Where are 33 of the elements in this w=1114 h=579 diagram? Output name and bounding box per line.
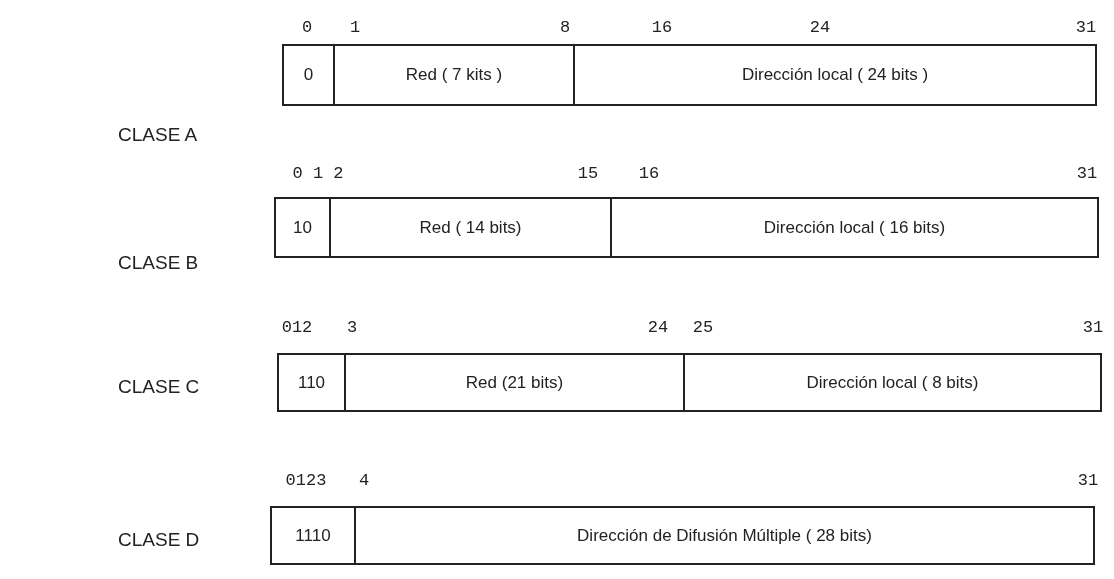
bit-position: 3 bbox=[346, 317, 358, 337]
class-label: CLASE D bbox=[118, 529, 200, 551]
bit-position: 31 bbox=[1077, 470, 1099, 490]
bit-field: 0 bbox=[282, 44, 335, 106]
bit-position: 0 bbox=[301, 17, 313, 37]
bit-position: 24 bbox=[647, 317, 669, 337]
class-label: CLASE A bbox=[118, 124, 198, 146]
class-label: CLASE B bbox=[118, 252, 199, 274]
bit-field: Red ( 7 kits ) bbox=[333, 44, 575, 106]
bit-position: 25 bbox=[692, 317, 714, 337]
bit-field: Red ( 14 bits) bbox=[329, 197, 612, 258]
bit-field: Dirección de Difusión Múltiple ( 28 bits) bbox=[354, 506, 1095, 565]
bit-position: 012 bbox=[281, 317, 313, 337]
bit-field: 110 bbox=[277, 353, 346, 412]
class-label: CLASE C bbox=[118, 376, 200, 398]
bit-position: 31 bbox=[1082, 317, 1104, 337]
bit-field: 1110 bbox=[270, 506, 356, 565]
bit-position: 16 bbox=[638, 163, 660, 183]
bit-field: Dirección local ( 24 bits ) bbox=[573, 44, 1097, 106]
bit-position: 4 bbox=[358, 470, 370, 490]
bit-position: 24 bbox=[809, 17, 831, 37]
bit-field: Red (21 bits) bbox=[344, 353, 685, 412]
bit-position: 1 bbox=[349, 17, 361, 37]
bit-position: 15 bbox=[577, 163, 599, 183]
bit-position: 31 bbox=[1075, 17, 1097, 37]
bit-position: 0 1 2 bbox=[292, 163, 344, 183]
bit-position: 0123 bbox=[285, 470, 327, 490]
bit-field: Dirección local ( 8 bits) bbox=[683, 353, 1102, 412]
bit-field: Dirección local ( 16 bits) bbox=[610, 197, 1099, 258]
bit-position: 16 bbox=[651, 17, 673, 37]
bit-field: 10 bbox=[274, 197, 331, 258]
bit-position: 8 bbox=[559, 17, 571, 37]
bit-position: 31 bbox=[1076, 163, 1098, 183]
